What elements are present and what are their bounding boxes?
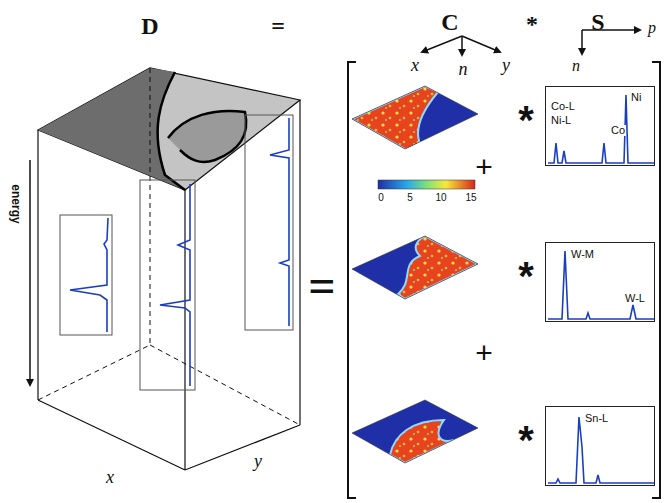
colorbar-tick: 5 — [407, 193, 413, 203]
colorbar-tick: 15 — [465, 193, 476, 203]
peak-label: Co — [610, 125, 626, 136]
axis-label: y — [502, 56, 510, 74]
peak-label: Sn-L — [584, 413, 609, 424]
axis-label: x — [106, 468, 114, 486]
convolution-star: * — [518, 420, 534, 460]
plus-sign: + — [475, 338, 493, 368]
convolution-star: * — [518, 100, 534, 140]
equals-sign: = — [271, 14, 285, 38]
plus-sign: + — [475, 152, 493, 182]
matrix-symbol: S — [591, 10, 604, 34]
spectrum-box: Co-L Ni-L Co Ni — [545, 86, 655, 166]
axis-label: n — [459, 60, 468, 78]
convolution-star: * — [518, 256, 534, 296]
operator: * — [526, 12, 538, 36]
colorbar-tick: 10 — [435, 193, 446, 203]
matrix-symbol: C — [441, 10, 458, 34]
axis-label: n — [572, 58, 580, 74]
peak-label: Ni-L — [550, 115, 572, 126]
spectrum-box: W-M W-L — [545, 242, 655, 322]
equals-sign: = — [308, 262, 335, 310]
spectrum-box: Sn-L — [545, 406, 655, 486]
peak-label: W-M — [570, 249, 595, 260]
colorbar-tick: 0 — [378, 193, 384, 203]
peak-label: Co-L — [550, 101, 576, 112]
axis-label: x — [411, 56, 419, 74]
axis-label: energy — [10, 184, 22, 223]
spectrum-trace — [546, 243, 656, 323]
axis-label: y — [254, 452, 262, 470]
matrix-symbol: D — [141, 14, 158, 38]
axis-label: p — [648, 20, 656, 36]
peak-label: W-L — [624, 293, 646, 304]
peak-label: Ni — [630, 92, 642, 103]
